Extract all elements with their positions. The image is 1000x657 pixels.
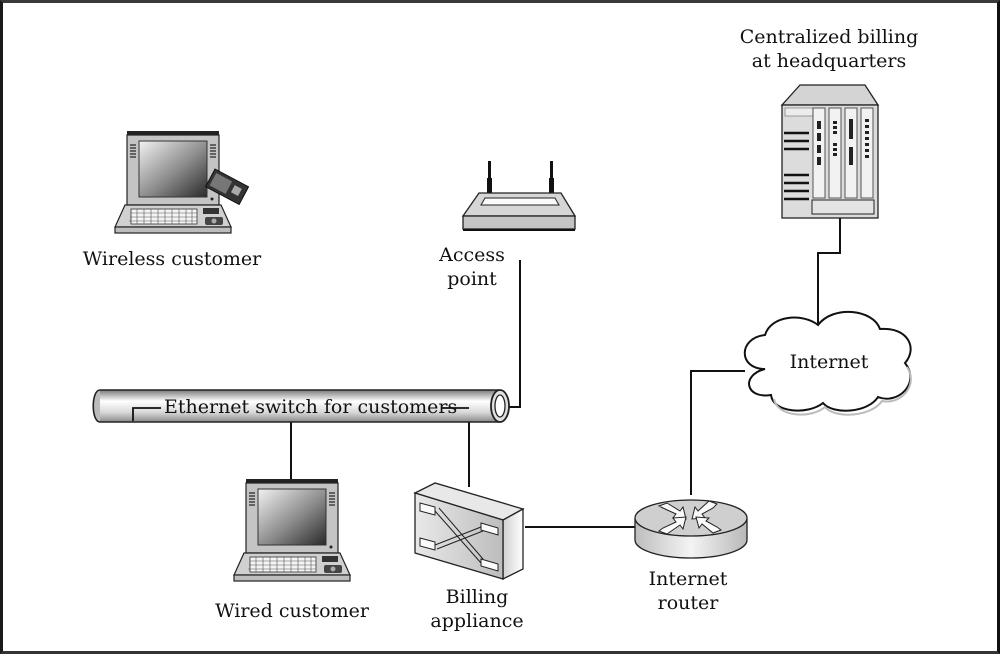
access-point-label-line-1: Access: [439, 244, 505, 266]
billing-appliance-icon: [413, 482, 525, 581]
edge-router-internet: [690, 370, 745, 495]
internet-cloud-icon: [743, 311, 912, 416]
access-point-icon: [461, 161, 577, 231]
billing-appliance-label-line-1: Billing: [445, 586, 509, 608]
edge-accesspoint-switch: [505, 260, 521, 408]
wired-customer-laptop-icon: [233, 478, 351, 582]
edge-internet-billing: [817, 218, 841, 325]
internet-router-label-line-1: Internet: [648, 568, 728, 590]
central-billing-label: Centralized billing at headquarters: [740, 25, 919, 73]
access-point-label-line-2: point: [447, 268, 497, 290]
network-diagram: [92, 84, 912, 582]
central-billing-label-line-2: at headquarters: [751, 50, 907, 72]
ethernet-switch-bus-icon: [92, 389, 510, 423]
central-billing-label-line-1: Centralized billing: [739, 26, 919, 48]
billing-appliance-label-line-2: appliance: [430, 610, 524, 632]
access-point-label: Access point: [439, 243, 505, 291]
internet-router-icon: [634, 499, 748, 559]
wired-customer-label: Wired customer: [215, 600, 369, 622]
wireless-customer-laptop-icon: [114, 130, 250, 234]
billing-appliance-label: Billing appliance: [430, 585, 523, 633]
internet-router-label-line-2: router: [657, 592, 719, 614]
internet-label: Internet: [789, 351, 869, 373]
wireless-customer-label: Wireless customer: [82, 248, 262, 270]
internet-router-label: Internet router: [649, 567, 728, 615]
ethernet-switch-label: Ethernet switch for customers: [164, 396, 458, 418]
central-billing-server-icon: [780, 84, 880, 219]
